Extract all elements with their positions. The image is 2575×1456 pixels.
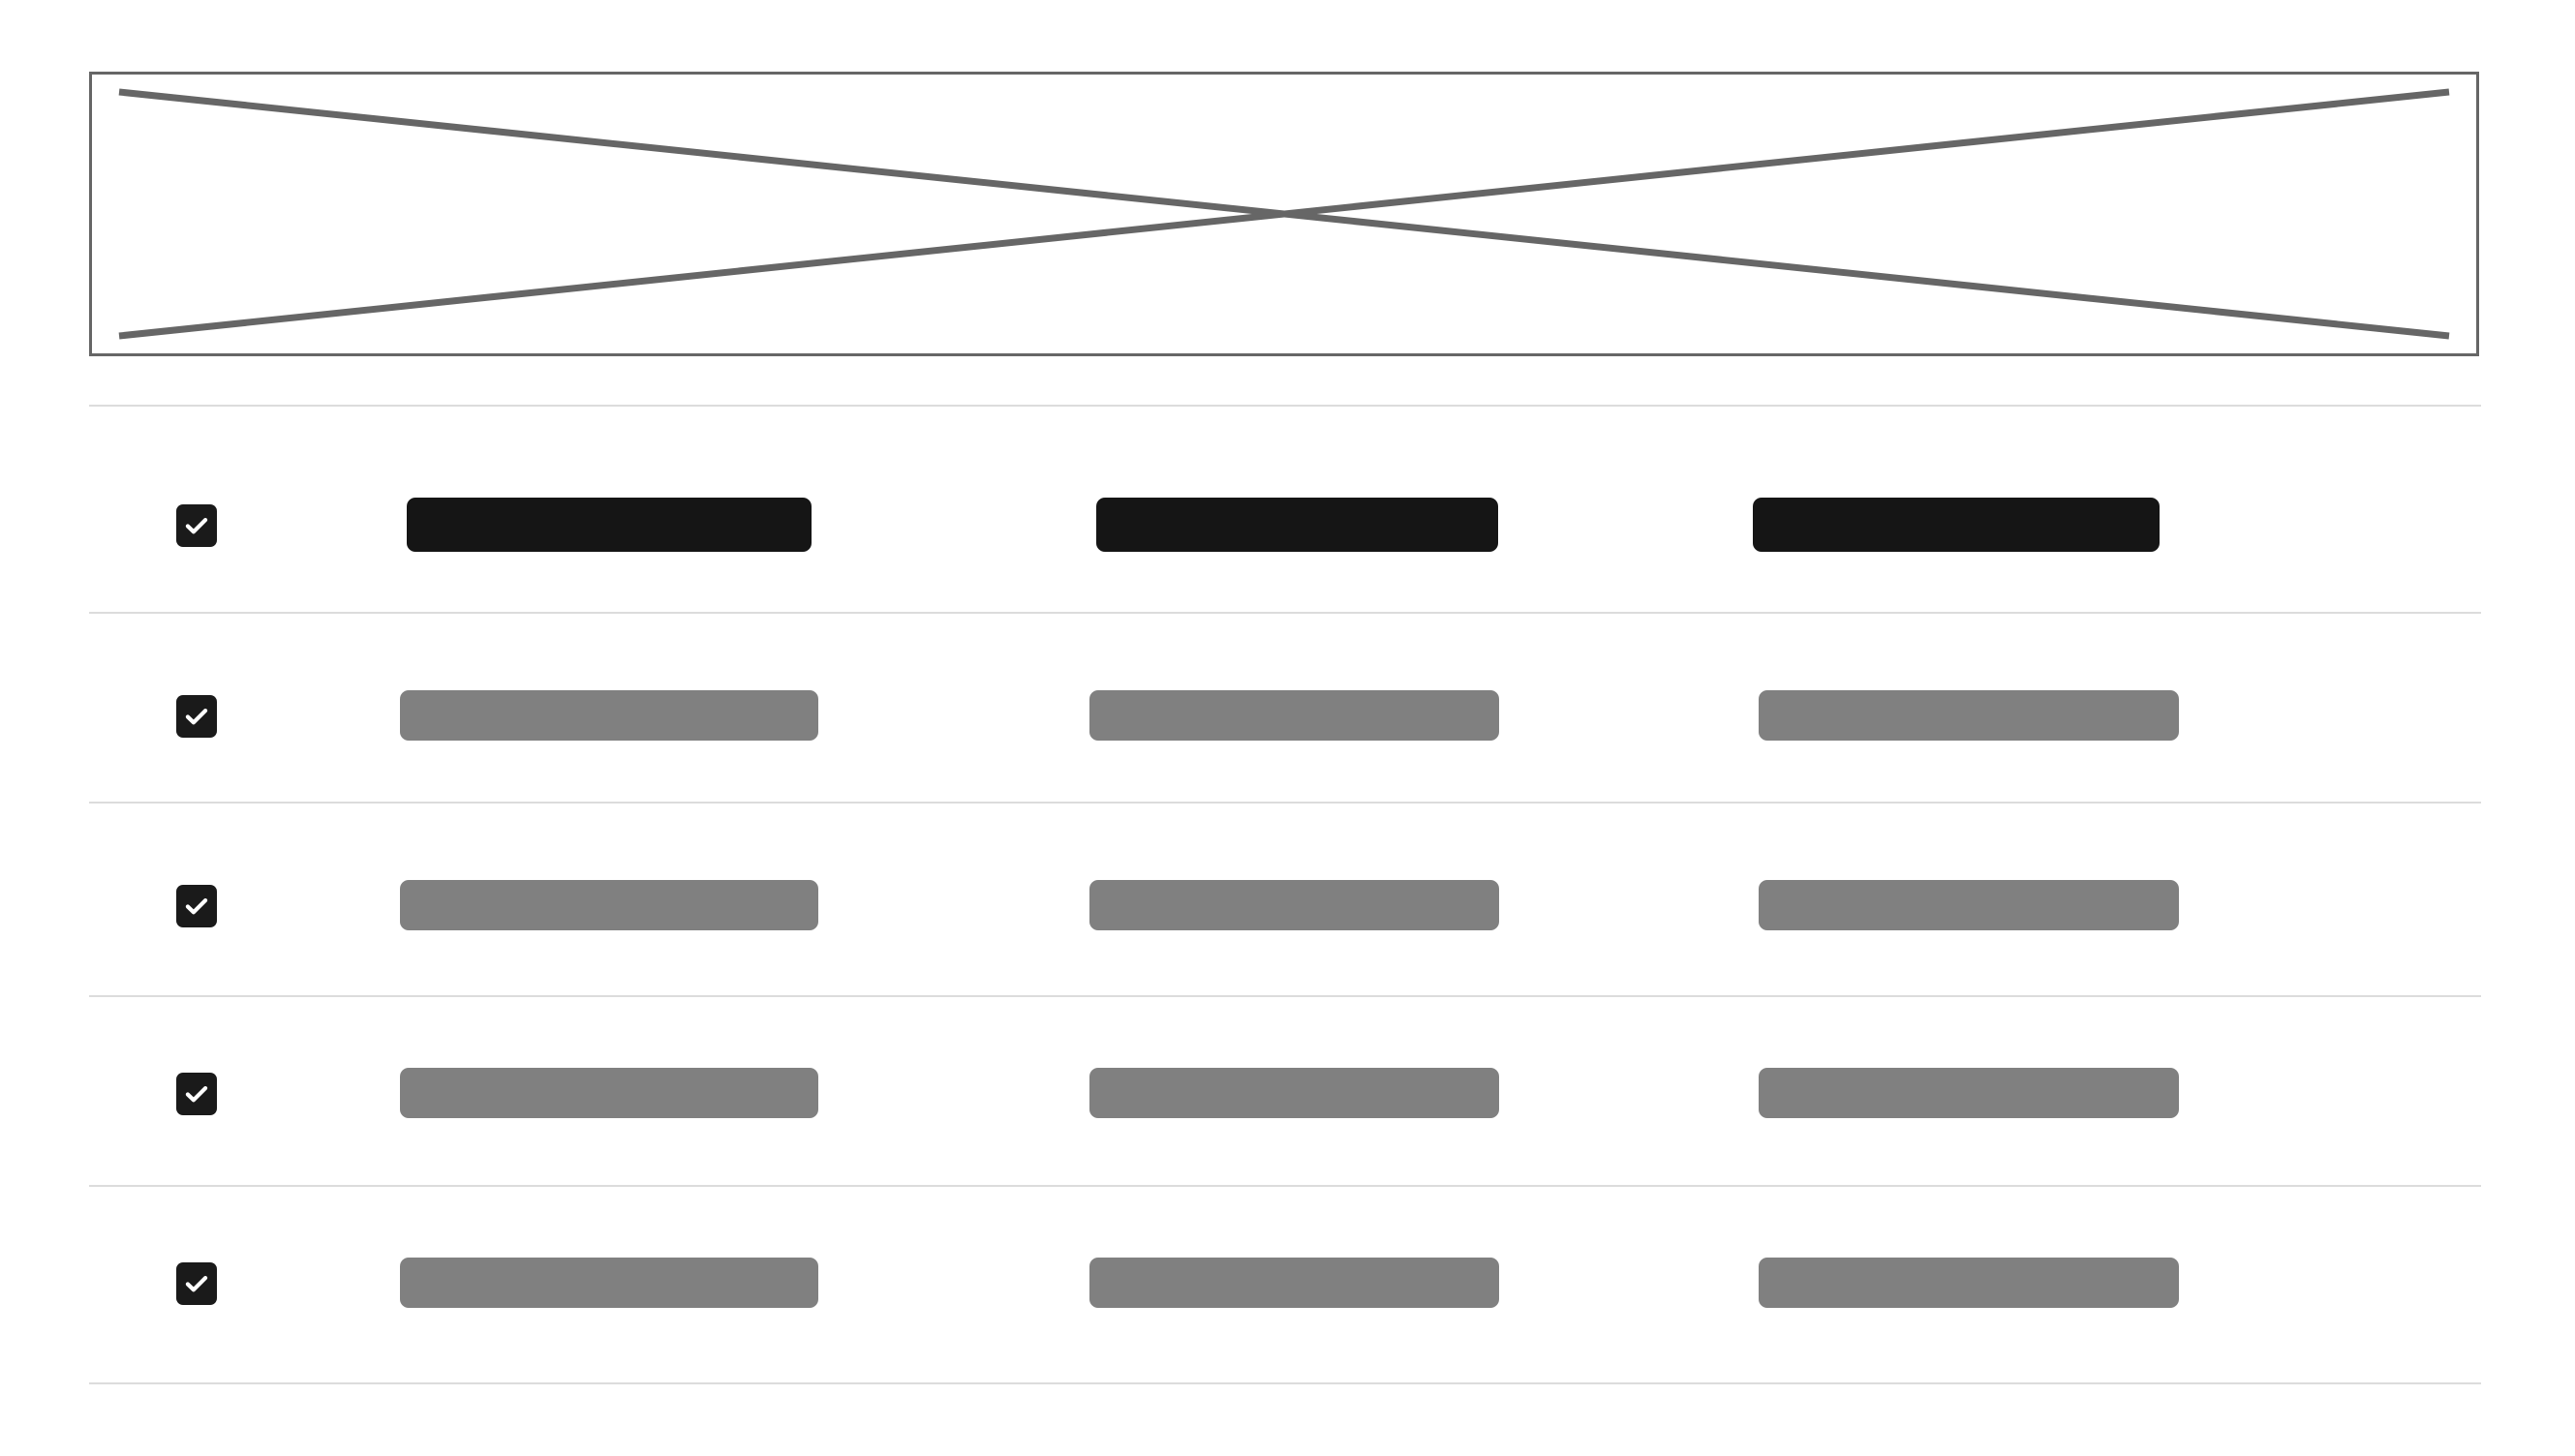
cell-placeholder-bar — [1753, 498, 2160, 552]
row-divider — [89, 802, 2481, 804]
row-divider — [89, 995, 2481, 997]
cell-placeholder-bar — [1089, 690, 1499, 741]
row-checkbox[interactable] — [176, 504, 217, 547]
cell-placeholder-bar — [1759, 880, 2179, 930]
cell-placeholder-bar — [1759, 690, 2179, 741]
cell-placeholder-bar — [1089, 1068, 1499, 1118]
cell-placeholder-bar — [1096, 498, 1498, 552]
cell-placeholder-bar — [400, 880, 818, 930]
row-divider — [89, 1185, 2481, 1187]
cell-placeholder-bar — [1089, 1258, 1499, 1308]
cell-placeholder-bar — [400, 690, 818, 741]
broken-image-placeholder — [89, 72, 2479, 356]
cell-placeholder-bar — [1089, 880, 1499, 930]
check-icon — [185, 1275, 208, 1292]
row-divider — [89, 612, 2481, 614]
row-checkbox[interactable] — [176, 695, 217, 738]
check-icon — [185, 897, 208, 915]
row-divider — [89, 1382, 2481, 1384]
check-icon — [185, 1085, 208, 1103]
row-checkbox[interactable] — [176, 885, 217, 927]
cell-placeholder-bar — [400, 1258, 818, 1308]
cell-placeholder-bar — [1759, 1258, 2179, 1308]
check-icon — [185, 708, 208, 725]
cell-placeholder-bar — [407, 498, 812, 552]
row-divider — [89, 405, 2481, 407]
cell-placeholder-bar — [1759, 1068, 2179, 1118]
row-checkbox[interactable] — [176, 1262, 217, 1305]
image-cross-icon — [118, 88, 2450, 340]
check-icon — [185, 517, 208, 534]
cell-placeholder-bar — [400, 1068, 818, 1118]
row-checkbox[interactable] — [176, 1073, 217, 1115]
